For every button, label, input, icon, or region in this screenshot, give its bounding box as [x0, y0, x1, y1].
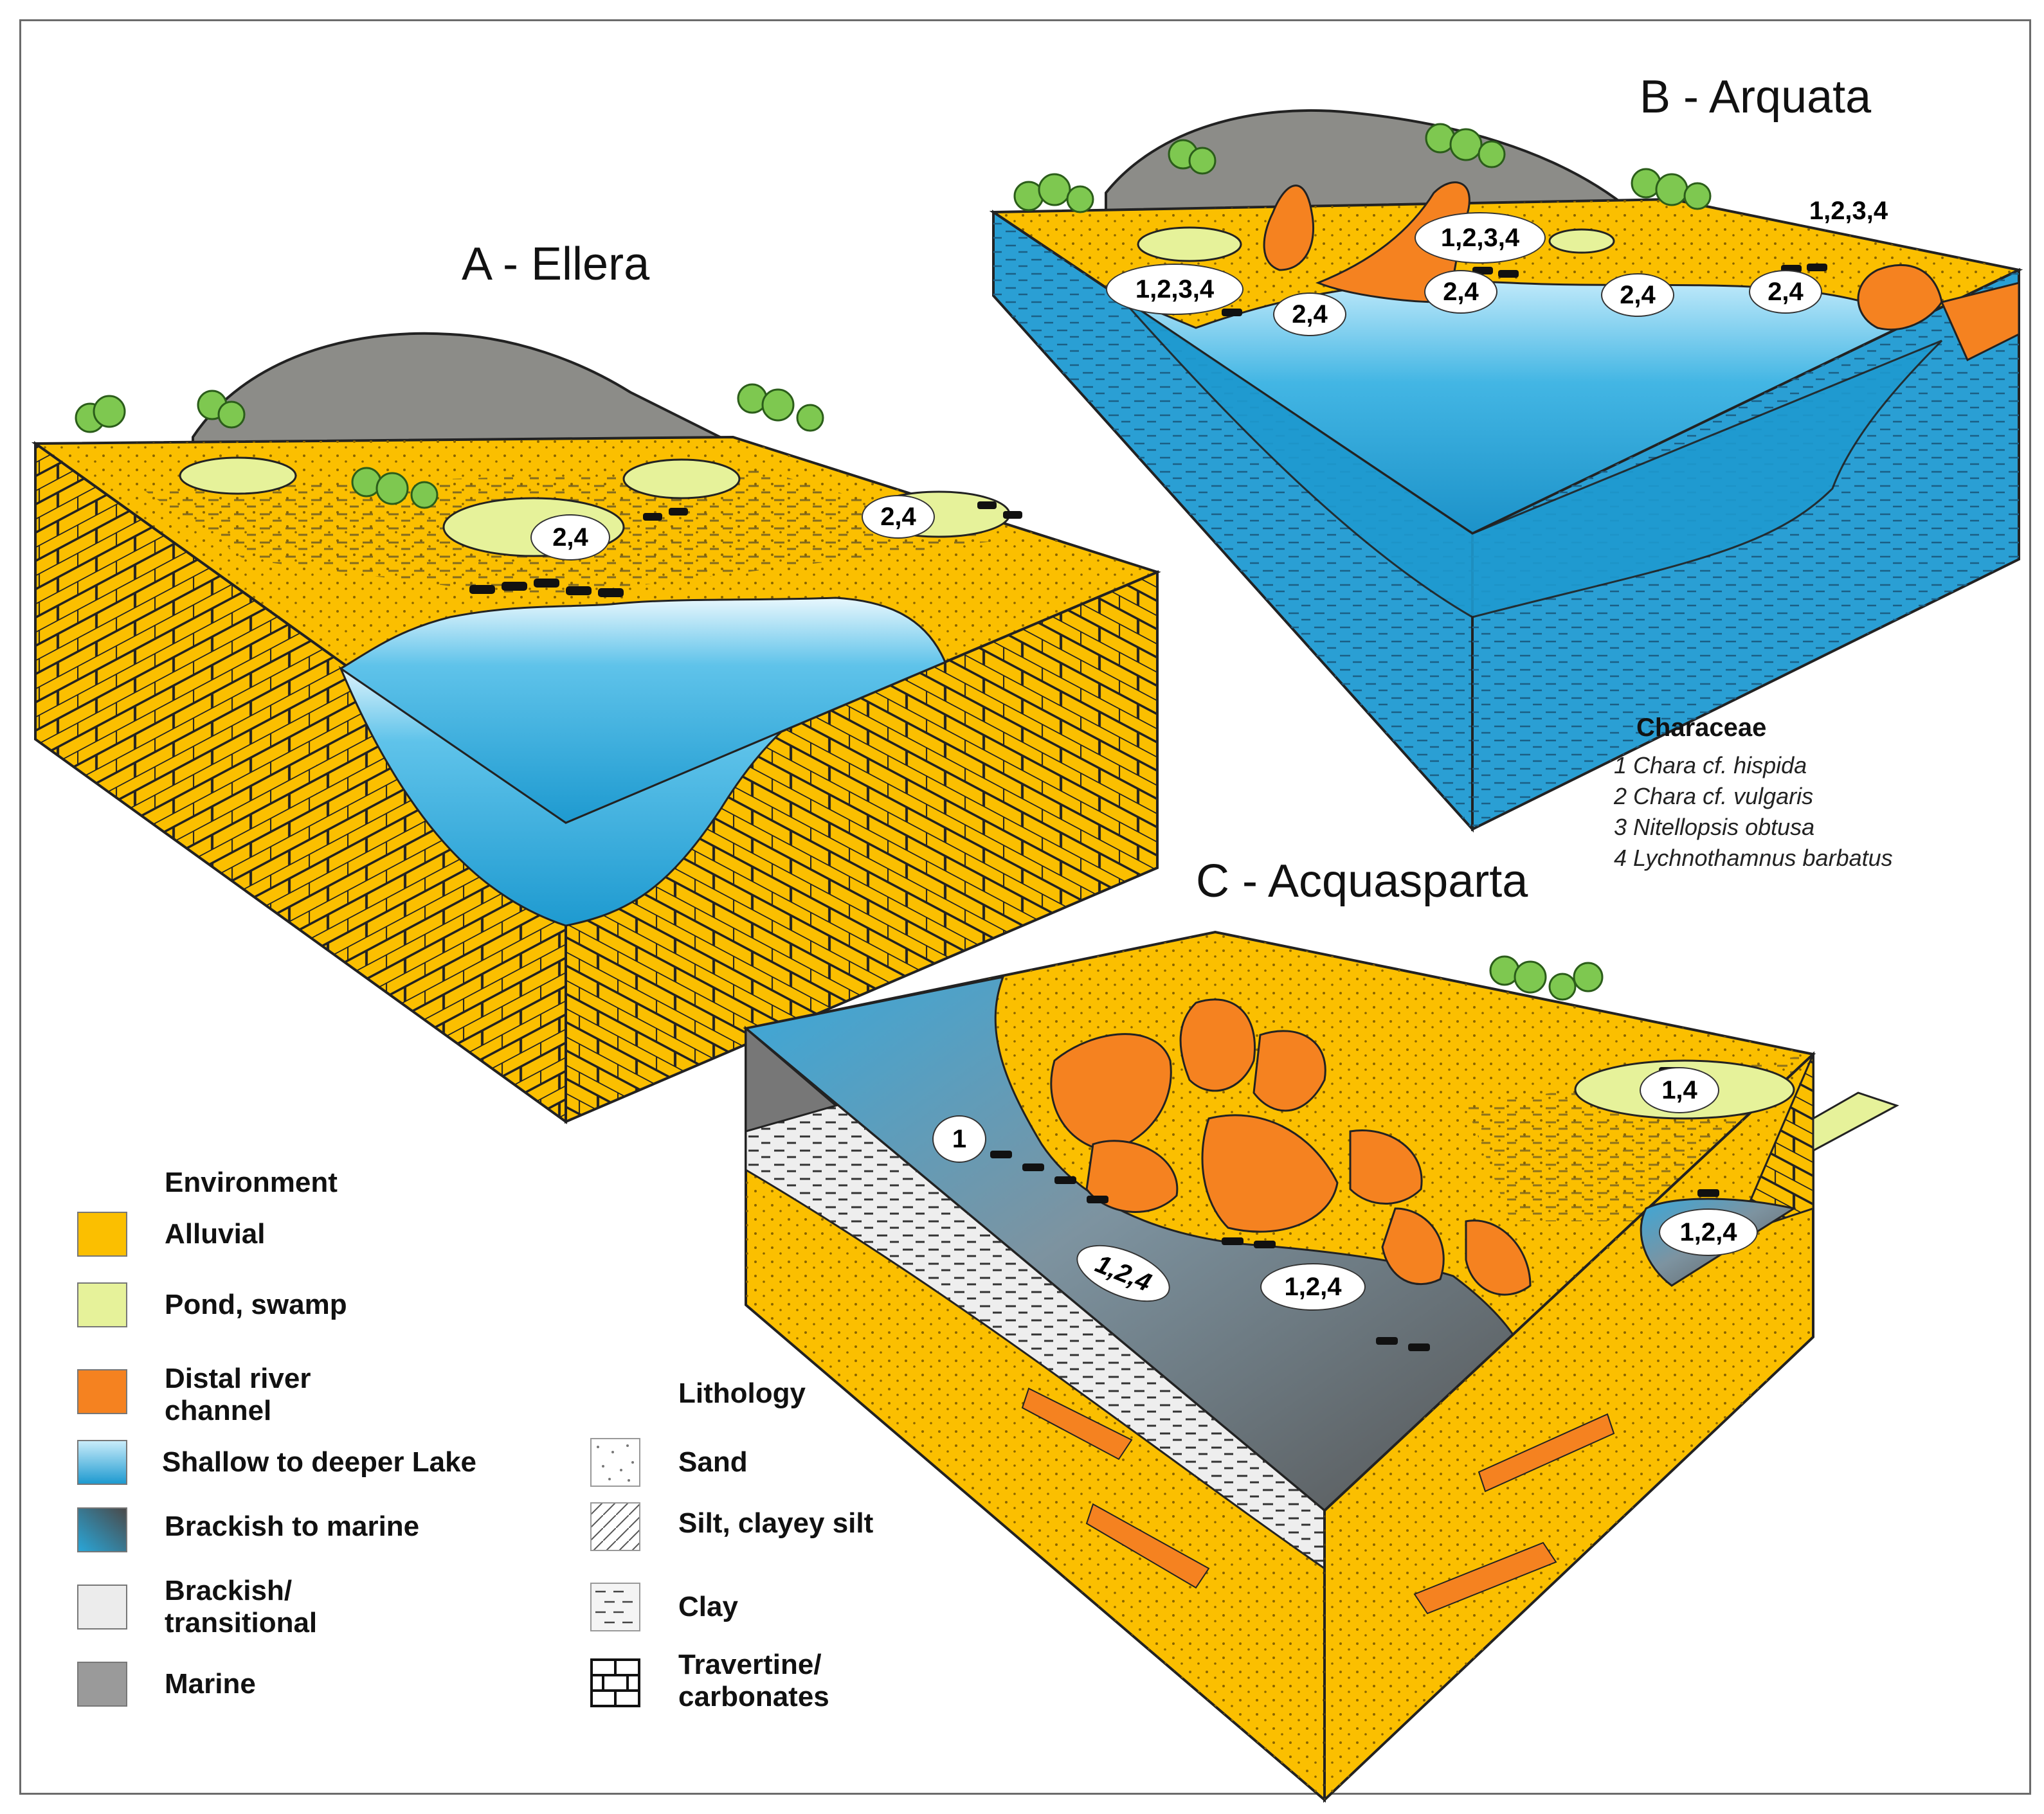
characeae-item-1: 1 Chara cf. hispida — [1614, 752, 1807, 778]
lith-label-sand: Sand — [678, 1446, 748, 1478]
characeae-item-4: 4 Lychnothamnus barbatus — [1614, 845, 1893, 871]
b-channel-4 — [1940, 282, 2020, 362]
b-lake-section — [1117, 294, 1943, 618]
figure-frame — [19, 19, 2031, 1795]
characeae-item-3: 3 Nitellopsis obtusa — [1614, 814, 1815, 840]
lith-label-travertine: Travertine/ carbonates — [678, 1649, 829, 1712]
a-chara-clumps — [469, 501, 1022, 597]
characeae-item-2: 2 Chara cf. vulgaris — [1614, 783, 1814, 809]
site-label-a2: 2,4 — [862, 495, 935, 539]
lith-label-silt: Silt, clayey silt — [678, 1507, 874, 1539]
c-channel-patches — [1050, 998, 1532, 1296]
env-swatch-transitional — [77, 1585, 127, 1630]
b-channel-3 — [1857, 264, 1943, 331]
env-swatch-alluvial — [77, 1212, 127, 1257]
lith-swatch-silt — [590, 1502, 640, 1551]
a-lake-top — [339, 597, 946, 824]
a-swamp-4 — [179, 456, 297, 495]
site-label-c3: 1,2,4 — [1260, 1263, 1366, 1311]
lith-swatch-sand — [590, 1438, 640, 1487]
lith-swatch-travertine — [590, 1658, 640, 1707]
env-label-lake: Shallow to deeper Lake — [162, 1446, 477, 1478]
site-label-b3: 1,2,3,4 — [1415, 212, 1546, 264]
site-label-b2: 2,4 — [1273, 292, 1346, 336]
lith-label-clay: Clay — [678, 1591, 738, 1622]
block-a-title: A - Ellera — [462, 238, 650, 290]
a-trees — [75, 383, 824, 509]
a-swamp-2 — [622, 458, 741, 499]
lith-swatch-clay — [590, 1583, 640, 1631]
site-label-c5: 1,2,4 — [1659, 1208, 1758, 1256]
env-swatch-river — [77, 1369, 127, 1414]
site-label-b7: 1,2,3,4 — [1809, 196, 1888, 225]
site-label-b5: 2,4 — [1601, 273, 1674, 317]
env-label-marine: Marine — [165, 1668, 256, 1700]
block-c-title: C - Acquasparta — [1196, 856, 1528, 907]
block-c-acquasparta — [743, 930, 1899, 1803]
site-label-c4: 1,4 — [1640, 1067, 1719, 1113]
env-label-pond: Pond, swamp — [165, 1289, 347, 1320]
block-b-arquata — [989, 109, 2023, 833]
b-swamp-2 — [1548, 228, 1615, 254]
lithology-heading: Lithology — [678, 1378, 806, 1409]
c-trees — [1489, 955, 1604, 1001]
env-swatch-pond — [77, 1282, 127, 1327]
site-label-c1: 1 — [932, 1115, 986, 1163]
b-trees — [1013, 123, 1712, 213]
env-label-alluvial: Alluvial — [165, 1218, 266, 1250]
block-b-title: B - Arquata — [1640, 71, 1872, 123]
characeae-title: Characeae — [1636, 714, 1767, 742]
env-label-transitional: Brackish/ transitional — [165, 1575, 318, 1639]
env-swatch-brackish-marine — [77, 1507, 127, 1552]
c-face-lenses — [1021, 1387, 1615, 1615]
b-channel-1 — [1263, 184, 1315, 271]
site-label-b1: 1,2,3,4 — [1106, 264, 1244, 315]
environment-heading: Environment — [165, 1167, 338, 1198]
env-label-brackish-marine: Brackish to marine — [165, 1511, 420, 1542]
env-swatch-marine — [77, 1662, 127, 1707]
site-label-a1: 2,4 — [530, 514, 610, 561]
env-swatch-lake — [77, 1440, 127, 1485]
c-swamp-2 — [1812, 1091, 1899, 1153]
site-label-b4: 2,4 — [1424, 270, 1497, 314]
b-swamp-1 — [1137, 226, 1242, 262]
site-label-b6: 2,4 — [1749, 270, 1822, 314]
b-mountain — [1105, 109, 1637, 213]
a-mountain — [192, 332, 736, 451]
env-label-river: Distal river channel — [165, 1363, 311, 1426]
